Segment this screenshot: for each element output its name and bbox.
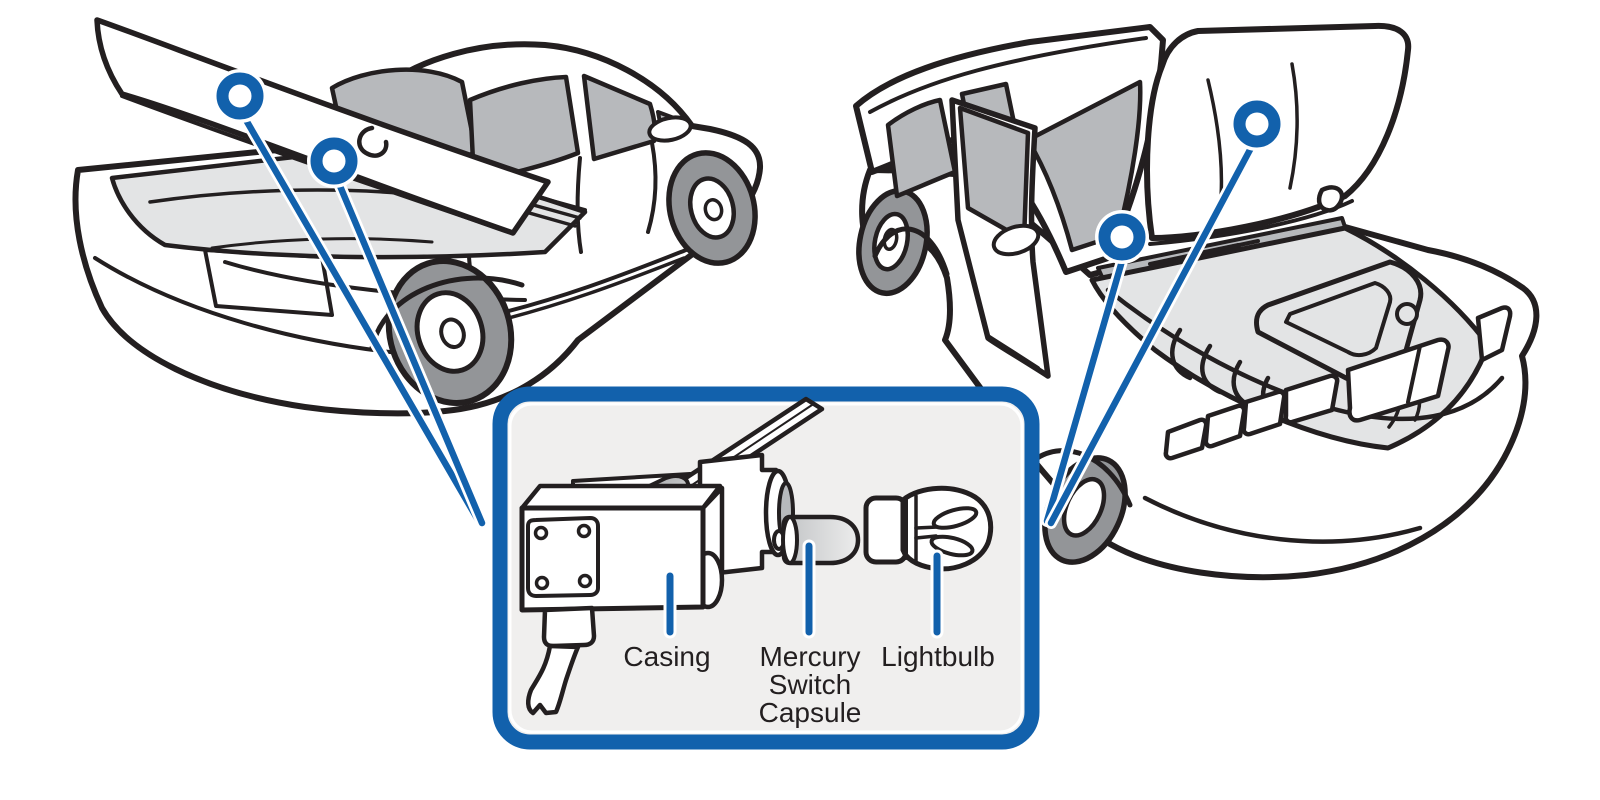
headlight-slot-corner bbox=[1475, 305, 1513, 363]
screw bbox=[533, 525, 549, 541]
label-mercury-line3: Capsule bbox=[759, 697, 862, 728]
screwdriver-shaft-ridge bbox=[673, 404, 813, 498]
marker-trunk-lid-lower bbox=[307, 134, 361, 188]
hood-crease-line bbox=[1288, 62, 1299, 190]
vehicle-rear-trunk-open bbox=[72, 17, 763, 417]
label-mercury-line1: Mercury bbox=[759, 641, 860, 672]
label-lightbulb: Lightbulb bbox=[881, 641, 995, 672]
marker-trunk-lid-upper bbox=[213, 69, 267, 123]
marker-hood-underside bbox=[1230, 97, 1284, 151]
leader-hood-underside bbox=[1045, 140, 1258, 529]
filament-loop bbox=[931, 506, 979, 530]
leader-trunk-lid-upper bbox=[240, 114, 484, 526]
front-wheel bbox=[666, 150, 758, 266]
detail-callout-box: Casing Mercury Switch Capsule Lightbulb bbox=[492, 386, 1040, 750]
screw bbox=[577, 573, 593, 589]
switch-assembly-drawing: Casing Mercury Switch Capsule Lightbulb bbox=[519, 396, 995, 728]
screw bbox=[576, 523, 592, 539]
rear-wheel-arch bbox=[369, 275, 525, 351]
bumper-lip-line bbox=[1142, 495, 1423, 544]
leader-trunk-lid-lower bbox=[334, 180, 488, 529]
trunk-hinge bbox=[357, 125, 389, 158]
headlight-slot-divider bbox=[1406, 344, 1422, 404]
leader-hood-cowl bbox=[1041, 255, 1128, 527]
bulb-base bbox=[863, 495, 909, 565]
wire bbox=[526, 643, 581, 716]
headlight-slot-wide bbox=[1345, 337, 1451, 423]
label-mercury-line2: Switch bbox=[769, 669, 851, 700]
filament-loop bbox=[929, 534, 975, 558]
roof-rail-line bbox=[868, 36, 1148, 114]
casing-top-face bbox=[519, 483, 723, 511]
lightbulb-drawing bbox=[863, 485, 994, 572]
engine-block-inner bbox=[1284, 281, 1393, 358]
wire-connector-stub bbox=[541, 605, 597, 649]
switch-casing bbox=[519, 483, 725, 716]
open-front-door bbox=[949, 97, 1051, 379]
hub-cap bbox=[703, 198, 724, 222]
headlight-slot bbox=[1163, 417, 1209, 461]
rear-wheel-arch bbox=[872, 226, 950, 277]
hood-hinge bbox=[1316, 185, 1345, 213]
headlight-slot bbox=[1203, 403, 1247, 449]
headlight-slot bbox=[1241, 389, 1287, 437]
trunk-interior-crease bbox=[210, 237, 434, 250]
capsule-end-cap bbox=[781, 515, 799, 565]
door-seam-line bbox=[646, 141, 658, 234]
front-fascia bbox=[1105, 287, 1513, 544]
door-seam-line bbox=[575, 156, 583, 254]
marker-leader-lines bbox=[240, 114, 1258, 529]
marker-hood-cowl bbox=[1095, 210, 1149, 264]
oil-cap bbox=[1395, 302, 1419, 326]
mercury-switch-capsule-drawing bbox=[772, 514, 861, 566]
side-mirror bbox=[647, 115, 693, 143]
side-mirror bbox=[991, 223, 1041, 257]
door-inner-line bbox=[986, 334, 1040, 370]
screw bbox=[534, 575, 550, 591]
engine-hose bbox=[1200, 343, 1223, 395]
location-markers bbox=[213, 69, 1284, 264]
hub-cap bbox=[439, 317, 466, 350]
headlight-slot bbox=[1283, 373, 1340, 425]
label-casing: Casing bbox=[623, 641, 710, 672]
callout-frame-keyline bbox=[508, 402, 1024, 734]
